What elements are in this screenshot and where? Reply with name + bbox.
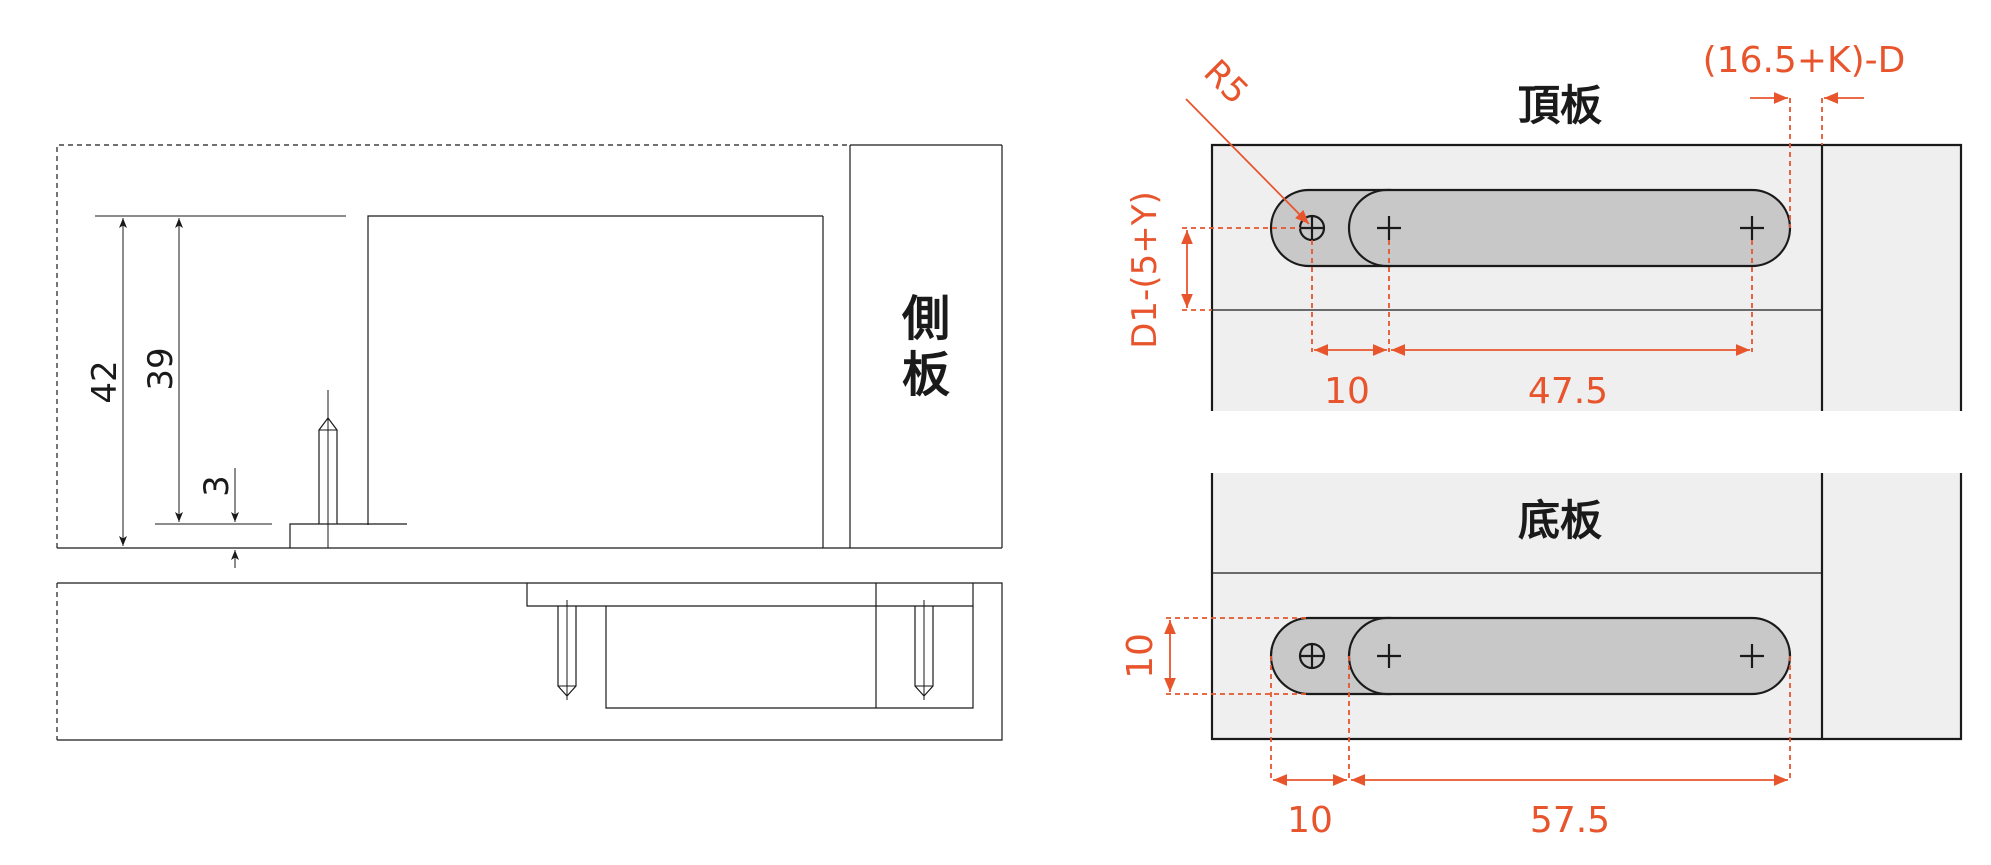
top-panel-plan-view: 頂板 R5 (16.5+K)-D D1-(5+Y) 10 47.5: [1125, 40, 1963, 412]
plus-mark-icon: [1377, 644, 1401, 668]
mounting-base: [289, 523, 407, 548]
screw-icon: [557, 600, 577, 700]
side-panel-label-char-1: 側: [901, 291, 950, 347]
dim-10-label: 10: [1324, 371, 1370, 412]
bottom-vertical-dim-label: 10: [1120, 633, 1161, 679]
top-panel-outline: [1210, 143, 1963, 411]
bottom-dim-10-label: 10: [1287, 800, 1333, 841]
side-panel-label-char-2: 板: [902, 347, 950, 403]
plus-mark-icon: [1377, 216, 1401, 240]
dimension-39-label: 39: [141, 347, 181, 390]
dim-47-5-label: 47.5: [1528, 371, 1608, 412]
bottom-panel-plan-view: 底板 10 10 57.5: [1120, 473, 1963, 841]
bottom-panel-label: 底板: [1518, 496, 1602, 545]
radius-r5-label: R5: [1196, 52, 1256, 112]
side-section-view: 42 39 3 側 板 側板: [0, 0, 1003, 741]
top-panel-label: 頂板: [1518, 81, 1602, 130]
upper-panel-dashed-outline: [56, 144, 850, 548]
vertical-dim-label: D1-(5+Y): [1125, 191, 1165, 349]
plus-mark-icon: [1740, 644, 1764, 668]
offset-dimension-label: (16.5+K)-D: [1703, 40, 1906, 81]
top-elongated-slot: [1347, 188, 1792, 268]
radius-leader: [1185, 98, 1310, 225]
hinge-body-outline: [367, 215, 823, 525]
lower-hinge-block: [605, 606, 974, 709]
plus-mark-icon: [1740, 216, 1764, 240]
dimension-3-label: 3: [197, 475, 237, 497]
bottom-dim-57-5-label: 57.5: [1530, 800, 1610, 841]
bottom-elongated-slot: [1347, 616, 1792, 696]
crosshair-icon: [1298, 642, 1326, 670]
bottom-panel-outline: [1210, 473, 1963, 741]
screw-icon: [318, 390, 338, 548]
screw-icon: [914, 600, 934, 700]
lower-panel-outline: [57, 582, 1003, 741]
dimension-42-label: 42: [85, 360, 125, 403]
lower-mounting-plate: [526, 583, 974, 607]
side-panel-label: 側板: [0, 0, 2, 1]
